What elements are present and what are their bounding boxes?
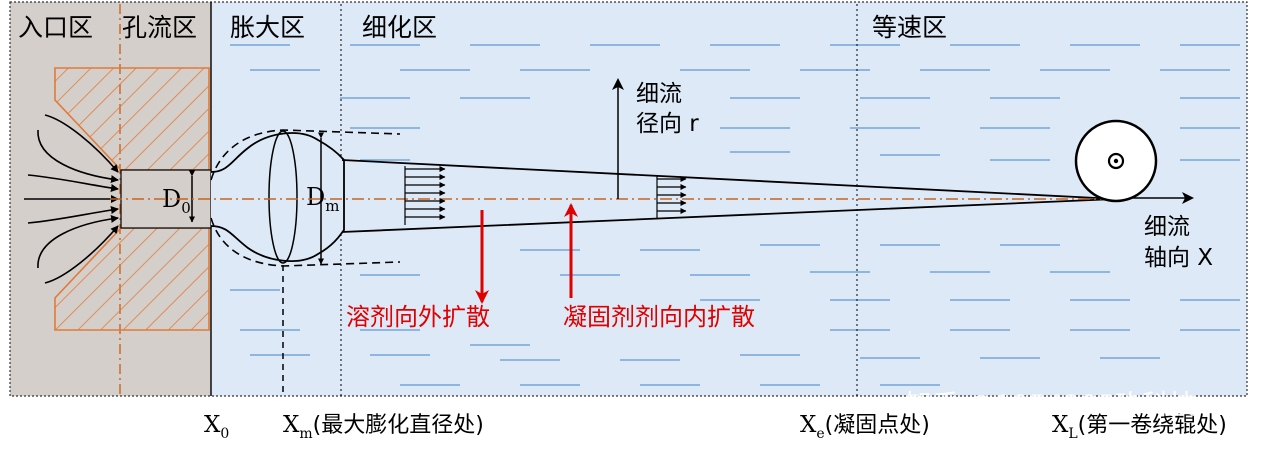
zone-title-orifice: 孔流区	[122, 13, 197, 42]
roller-hub-inner	[1113, 158, 1119, 164]
coagulation-bath-ripples	[230, 44, 1240, 386]
zone-title-constant: 等速区	[872, 13, 947, 42]
xe-label: Xe(凝固点处)	[800, 412, 930, 442]
watermark: 知乎 @1954285玖科技	[905, 390, 1196, 421]
axial-axis-label-line1: 细流	[1144, 214, 1190, 240]
zone-title-swell: 胀大区	[230, 13, 305, 42]
inflow-arrows	[24, 114, 119, 284]
dm-label: Dm	[306, 183, 339, 215]
xl-label: XL(第一卷绕辊处)	[1052, 412, 1227, 442]
xm-label: Xm(最大膨化直径处)	[283, 412, 484, 442]
coagulant-diffusion-label: 凝固剂剂向内扩散	[563, 303, 755, 331]
max-swell-cross-section	[268, 130, 298, 264]
die-swell-outline	[210, 132, 345, 262]
zone-title-thinning: 细化区	[362, 13, 437, 42]
radial-axis-label-line1: 细流	[636, 81, 682, 107]
diagram-border	[9, 1, 1248, 397]
axial-axis-label-line2: 轴向 X	[1144, 245, 1213, 271]
roller-hub-outer	[1107, 152, 1125, 170]
solvent-diffusion-label: 溶剂向外扩散	[346, 303, 490, 331]
velocity-profile-near	[404, 166, 446, 225]
radial-axis-label-line2: 径向 r	[636, 111, 699, 137]
zone-title-inlet: 入口区	[18, 13, 93, 42]
velocity-profile-far	[656, 176, 687, 218]
x0-label: X0	[204, 412, 229, 442]
